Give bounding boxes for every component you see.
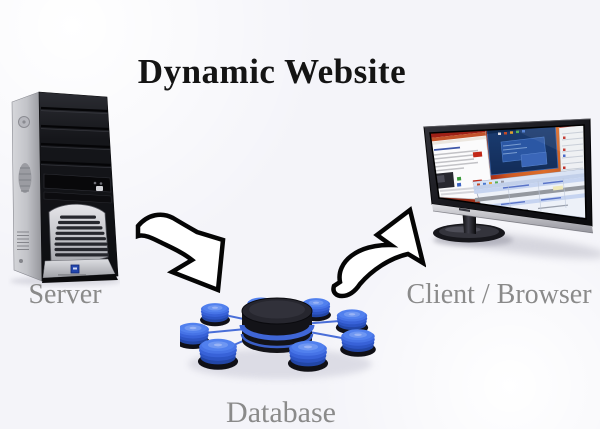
tower-grille [48, 203, 109, 264]
curved-arrow-up-right-icon [331, 206, 426, 299]
tower-side-panel [11, 91, 43, 282]
curved-arrow-down-right-icon [135, 212, 226, 294]
client-browser-label: Client / Browser [406, 279, 592, 310]
desktop-monitor-icon [423, 118, 600, 259]
screen-inner-border [429, 124, 587, 220]
tower-bottom-band [42, 258, 118, 283]
screen-spreadsheet-window [472, 168, 586, 219]
server-label: Server [28, 279, 102, 310]
database-cluster-icon [180, 297, 376, 379]
page-title: Dynamic Website [137, 52, 407, 91]
server-tower-icon [10, 91, 120, 286]
database-core [239, 297, 315, 353]
monitor-chin [432, 204, 594, 234]
monitor-logo [459, 208, 470, 212]
database-label: Database [226, 396, 336, 429]
